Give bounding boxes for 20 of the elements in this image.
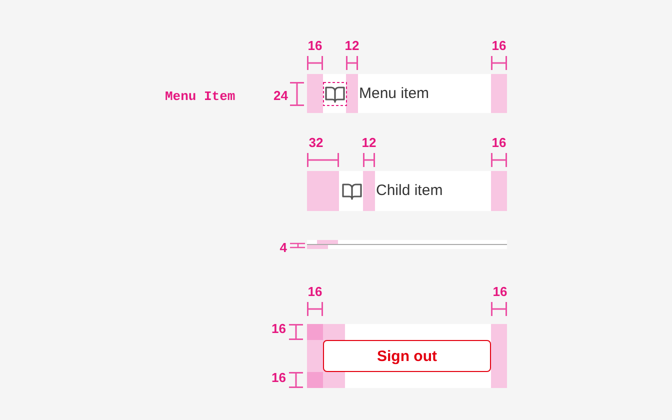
dimension-value: 12 <box>362 134 376 150</box>
dimension-value: 16 <box>492 38 506 52</box>
dimension-value: 12 <box>344 38 360 52</box>
sign-out-panel <box>307 324 507 388</box>
dimension-value: 16 <box>272 320 286 336</box>
dimension-value: 16 <box>492 284 508 298</box>
dimension-value: 16 <box>492 134 506 150</box>
child-item-row <box>307 171 507 211</box>
sign-out-button: Sign out <box>323 340 491 372</box>
dimension-value: 16 <box>272 370 286 384</box>
divider-row <box>307 240 507 249</box>
dimension-value: 16 <box>308 284 322 298</box>
component-name: Menu Item <box>165 88 236 104</box>
dimension-value: 16 <box>308 38 322 52</box>
menu-item-row <box>307 74 507 113</box>
dimension-value: 32 <box>308 134 324 150</box>
dimension-value: 24 <box>274 88 288 102</box>
dimension-value: 4 <box>280 240 287 254</box>
child-item-label: Child item <box>376 182 443 200</box>
menu-item-label: Menu item <box>359 84 430 102</box>
